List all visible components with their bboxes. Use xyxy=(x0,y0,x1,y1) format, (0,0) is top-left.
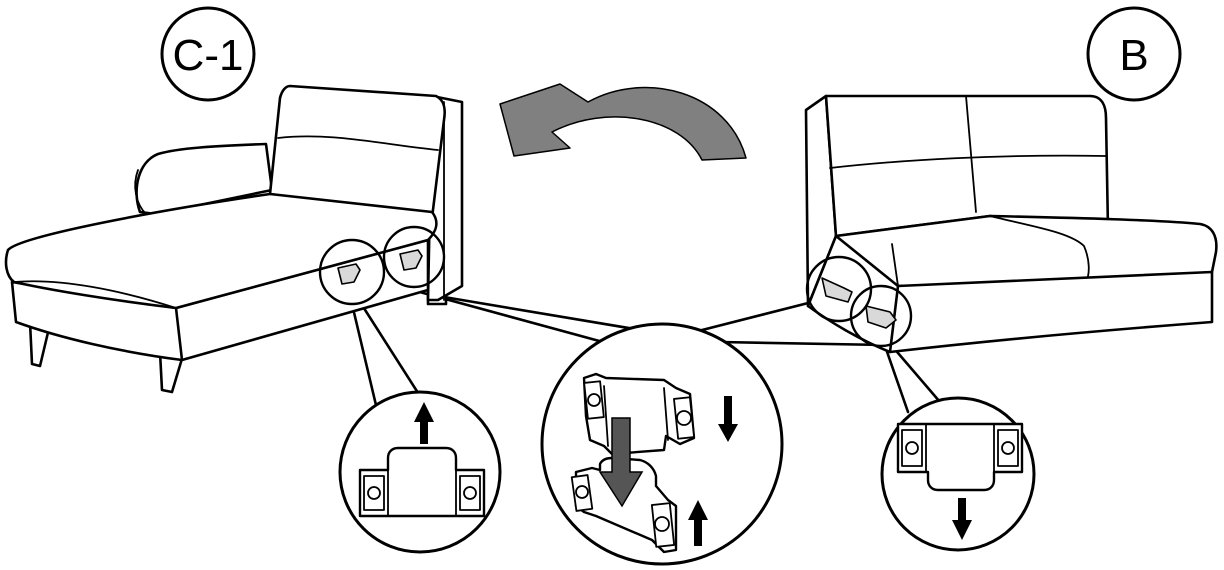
detail-circle-chaise xyxy=(340,392,500,552)
label-c1: C-1 xyxy=(162,8,254,100)
module-label-right: B xyxy=(1119,31,1148,80)
detail-circle-center xyxy=(542,324,782,564)
detail-circle-sofa xyxy=(882,398,1034,550)
module-label-left: C-1 xyxy=(173,31,244,80)
label-b: B xyxy=(1088,8,1180,100)
curved-arrow-left-icon xyxy=(500,84,746,160)
rotate-arrow xyxy=(500,84,746,160)
chaise-module-c1 xyxy=(6,86,462,392)
